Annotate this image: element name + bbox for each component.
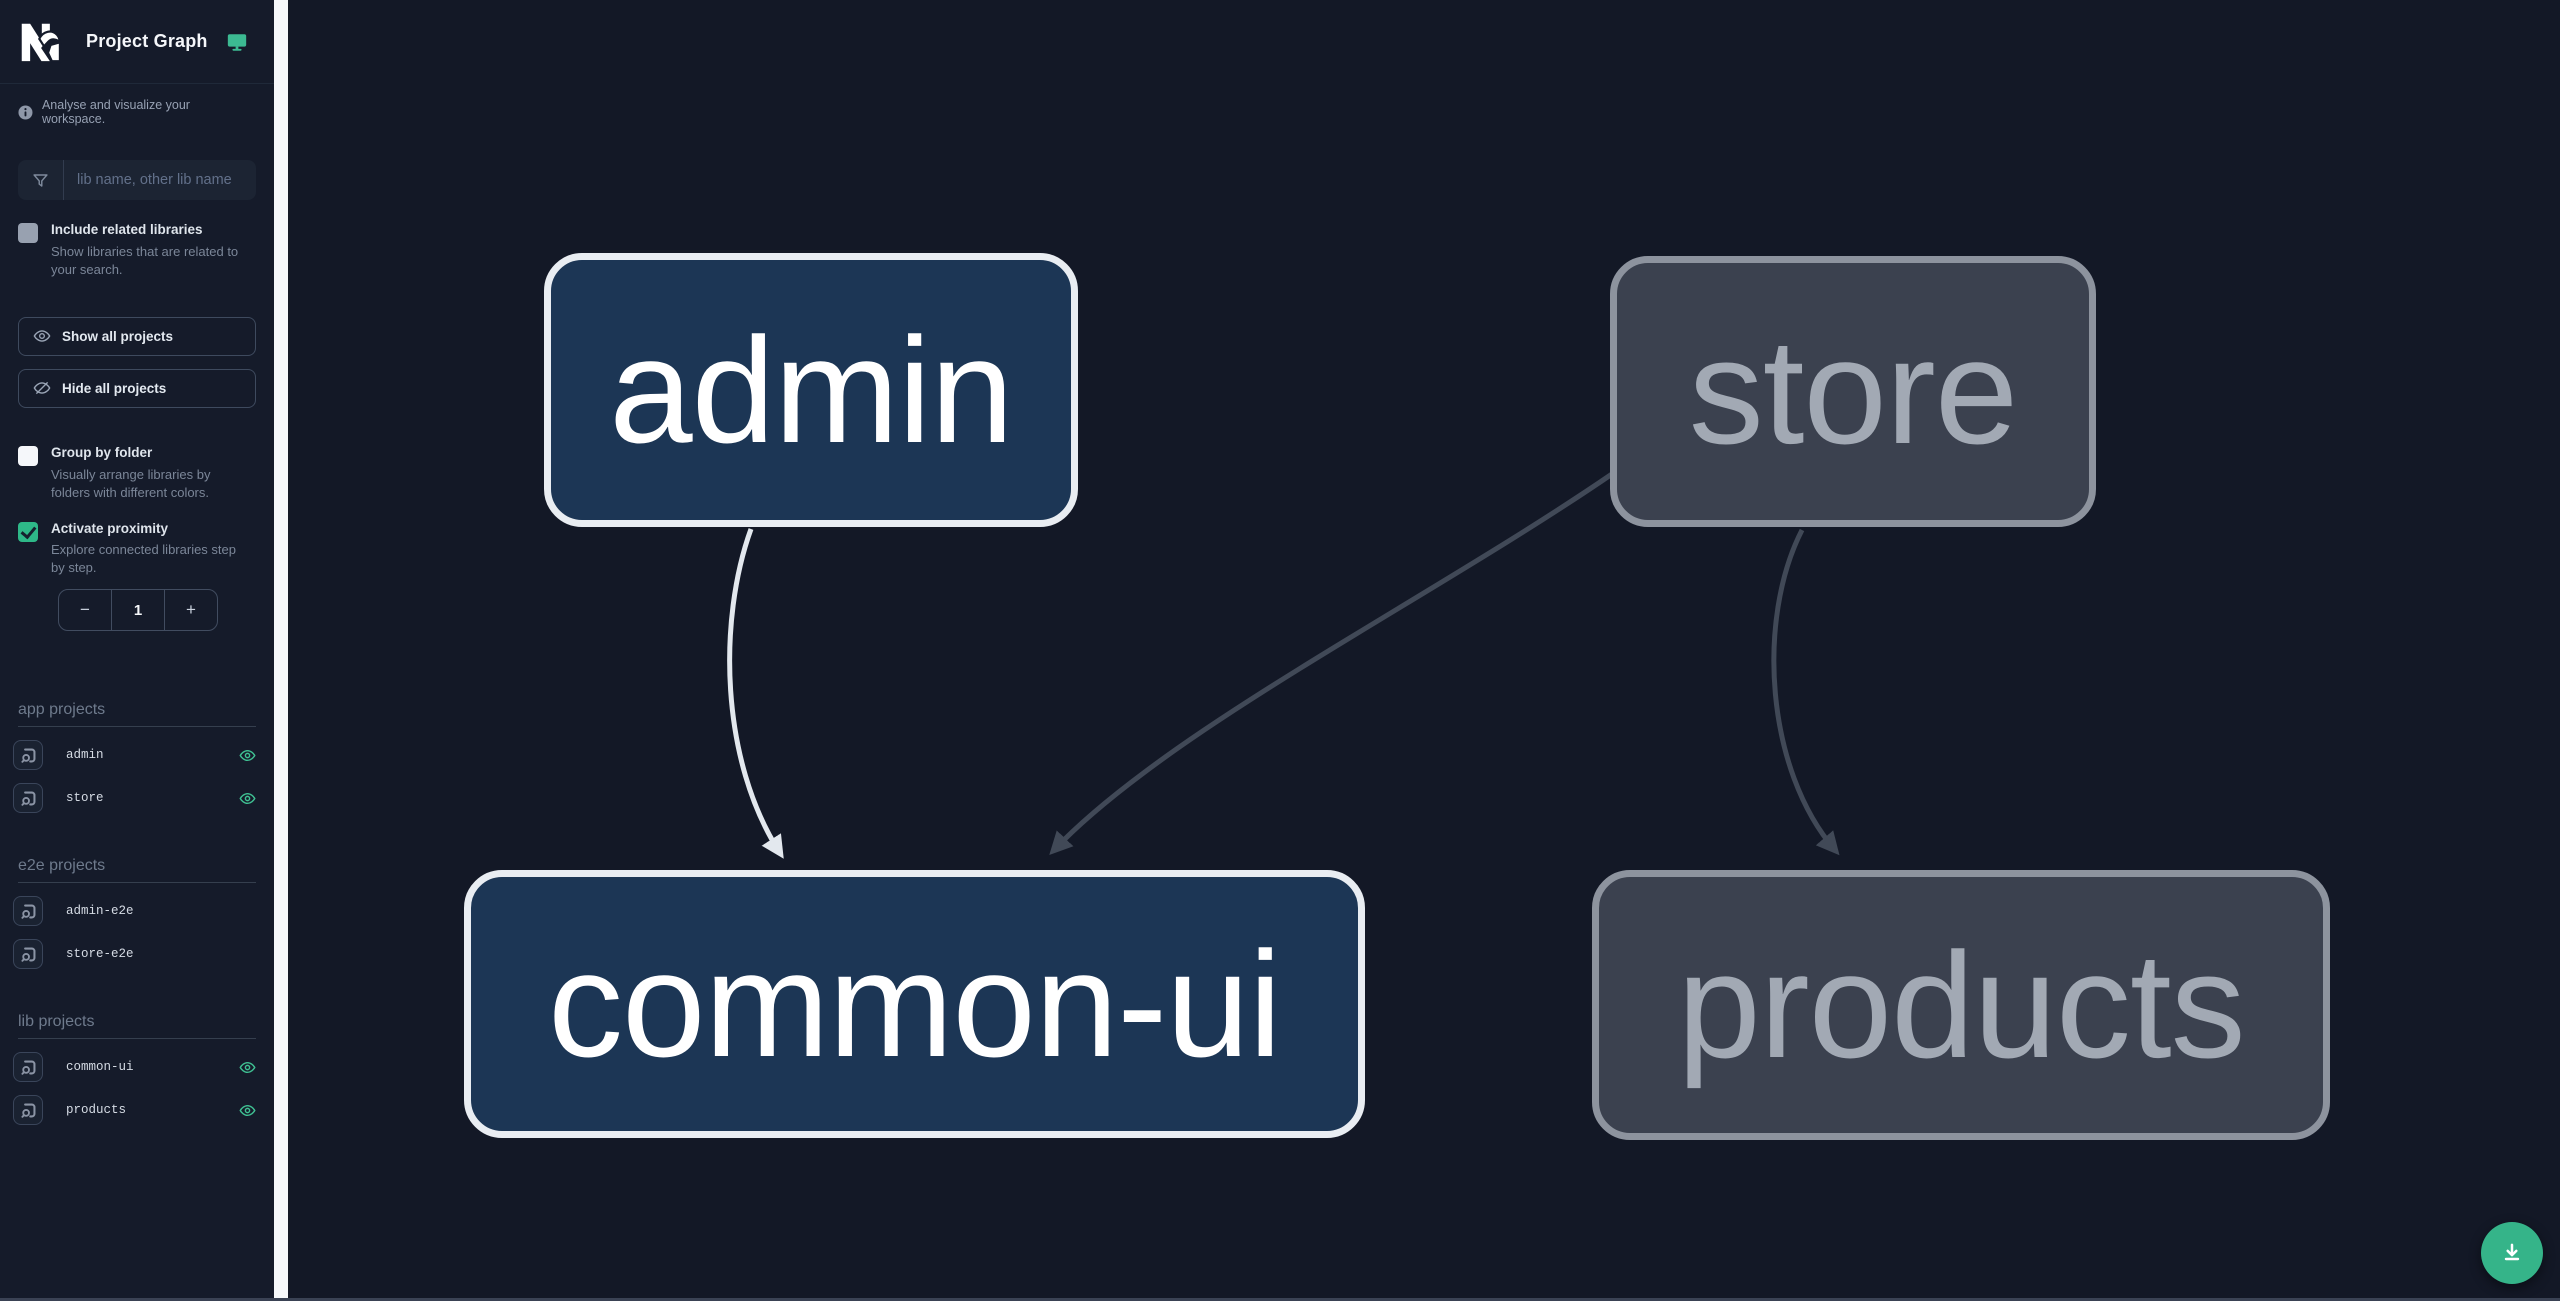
download-graph-button[interactable] [2481,1222,2543,1284]
project-row-admin: admin [13,740,256,771]
focus-project-button[interactable] [13,939,43,970]
project-name: admin [66,748,104,763]
project-section-title: lib projects [18,1013,256,1040]
activate-proximity-checkbox[interactable] [18,521,38,542]
edge-store-to-common-ui [1049,471,1614,855]
filter-box [18,160,256,200]
focus-project-button[interactable] [13,1095,43,1126]
eye-icon [239,749,256,761]
project-row-common-ui: common-ui [13,1052,256,1083]
filter-input[interactable] [64,160,256,200]
graph-node-label: products [1677,920,2245,1089]
project-section-app: app projects admin store [0,701,274,814]
hide-all-projects-label: Hide all projects [62,380,167,396]
project-section-e2e: e2e projects admin-e2e store-e2e [0,857,274,970]
graph-node-admin[interactable]: admin [544,253,1078,527]
activate-proximity-label: Activate proximity [51,520,169,536]
focus-project-button[interactable] [13,896,43,927]
graph-edges-layer [727,471,1840,859]
eye-icon [239,1061,256,1073]
project-section-lib: lib projects common-ui products [0,1013,274,1126]
graph-node-products[interactable]: products [1592,870,2330,1140]
toggle-visibility-button[interactable] [239,1102,256,1119]
graph-node-store[interactable]: store [1610,256,2096,527]
monitor-icon [226,31,248,53]
proximity-stepper: − 1 + [58,589,218,632]
eye-icon [239,1104,256,1116]
project-name: products [66,1103,127,1118]
hide-all-projects-button[interactable]: Hide all projects [18,368,256,408]
toggle-visibility-button[interactable] [239,1059,256,1076]
focus-project-icon [20,1060,35,1075]
focus-project-button[interactable] [13,740,43,771]
project-list: app projects admin store e2e projects admin-… [0,701,274,1126]
eye-icon [239,792,256,804]
project-section-title: e2e projects [18,857,256,884]
eye-off-icon [33,382,51,395]
focus-project-button[interactable] [13,783,43,814]
project-name: common-ui [66,1060,134,1075]
edge-store-to-products [1771,528,1840,856]
focus-project-icon [20,748,35,763]
group-by-folder-label: Group by folder [51,444,153,460]
project-row-store: store [13,783,256,814]
proximity-increment-button[interactable]: + [165,590,217,630]
panel-resizer-handle[interactable] [274,0,288,1301]
eye-icon [33,330,51,343]
workspace-tagline-row: Analyse and visualize your workspace. [0,98,274,126]
project-section-title: app projects [18,701,256,728]
workspace-tagline: Analyse and visualize your workspace. [41,98,190,126]
activate-proximity-checkbox-row[interactable]: Activate proximity Explore connected lib… [0,521,274,578]
include-related-label: Include related libraries [51,222,203,237]
group-by-folder-checkbox-row[interactable]: Group by folder Visually arrange librari… [0,445,274,502]
nx-logo-icon [21,23,62,62]
focus-project-icon [20,947,35,962]
include-related-checkbox-row[interactable]: Include related libraries Show libraries… [0,222,274,279]
graph-canvas[interactable]: admin store common-ui products [288,0,2560,1301]
project-row-products: products [13,1095,256,1126]
graph-node-label: admin [609,305,1014,474]
sidebar-header: Project Graph [0,0,274,84]
focus-project-button[interactable] [13,1052,43,1083]
info-icon [18,104,33,120]
proximity-decrement-button[interactable]: − [59,590,111,630]
focus-project-icon [20,791,35,806]
edge-admin-to-common-ui [727,528,784,859]
toggle-visibility-button[interactable] [239,747,256,764]
show-all-projects-label: Show all projects [62,328,174,344]
include-related-checkbox[interactable] [18,223,38,243]
graph-node-label: store [1688,307,2018,475]
group-by-folder-checkbox[interactable] [18,445,38,466]
project-row-admin-e2e: admin-e2e [13,896,256,927]
project-name: store-e2e [66,947,134,962]
project-name: store [66,791,104,806]
download-icon [2504,1243,2520,1261]
sidebar: Project Graph Analyse and visualize your… [0,0,274,1301]
project-row-store-e2e: store-e2e [13,939,256,970]
focus-project-icon [20,1103,35,1118]
proximity-value: 1 [111,590,165,631]
group-by-folder-desc: Visually arrange libraries by folders wi… [51,466,211,500]
graph-node-label: common-ui [548,919,1282,1088]
app-title: Project Graph [86,31,208,51]
focus-project-icon [20,904,35,919]
funnel-icon [18,160,64,200]
toggle-visibility-button[interactable] [239,790,256,807]
project-name: admin-e2e [66,904,134,919]
include-related-desc: Show libraries that are related to your … [51,243,239,277]
show-all-projects-button[interactable]: Show all projects [18,316,256,356]
activate-proximity-desc: Explore connected libraries step by step… [51,542,236,576]
graph-node-common-ui[interactable]: common-ui [464,870,1365,1138]
